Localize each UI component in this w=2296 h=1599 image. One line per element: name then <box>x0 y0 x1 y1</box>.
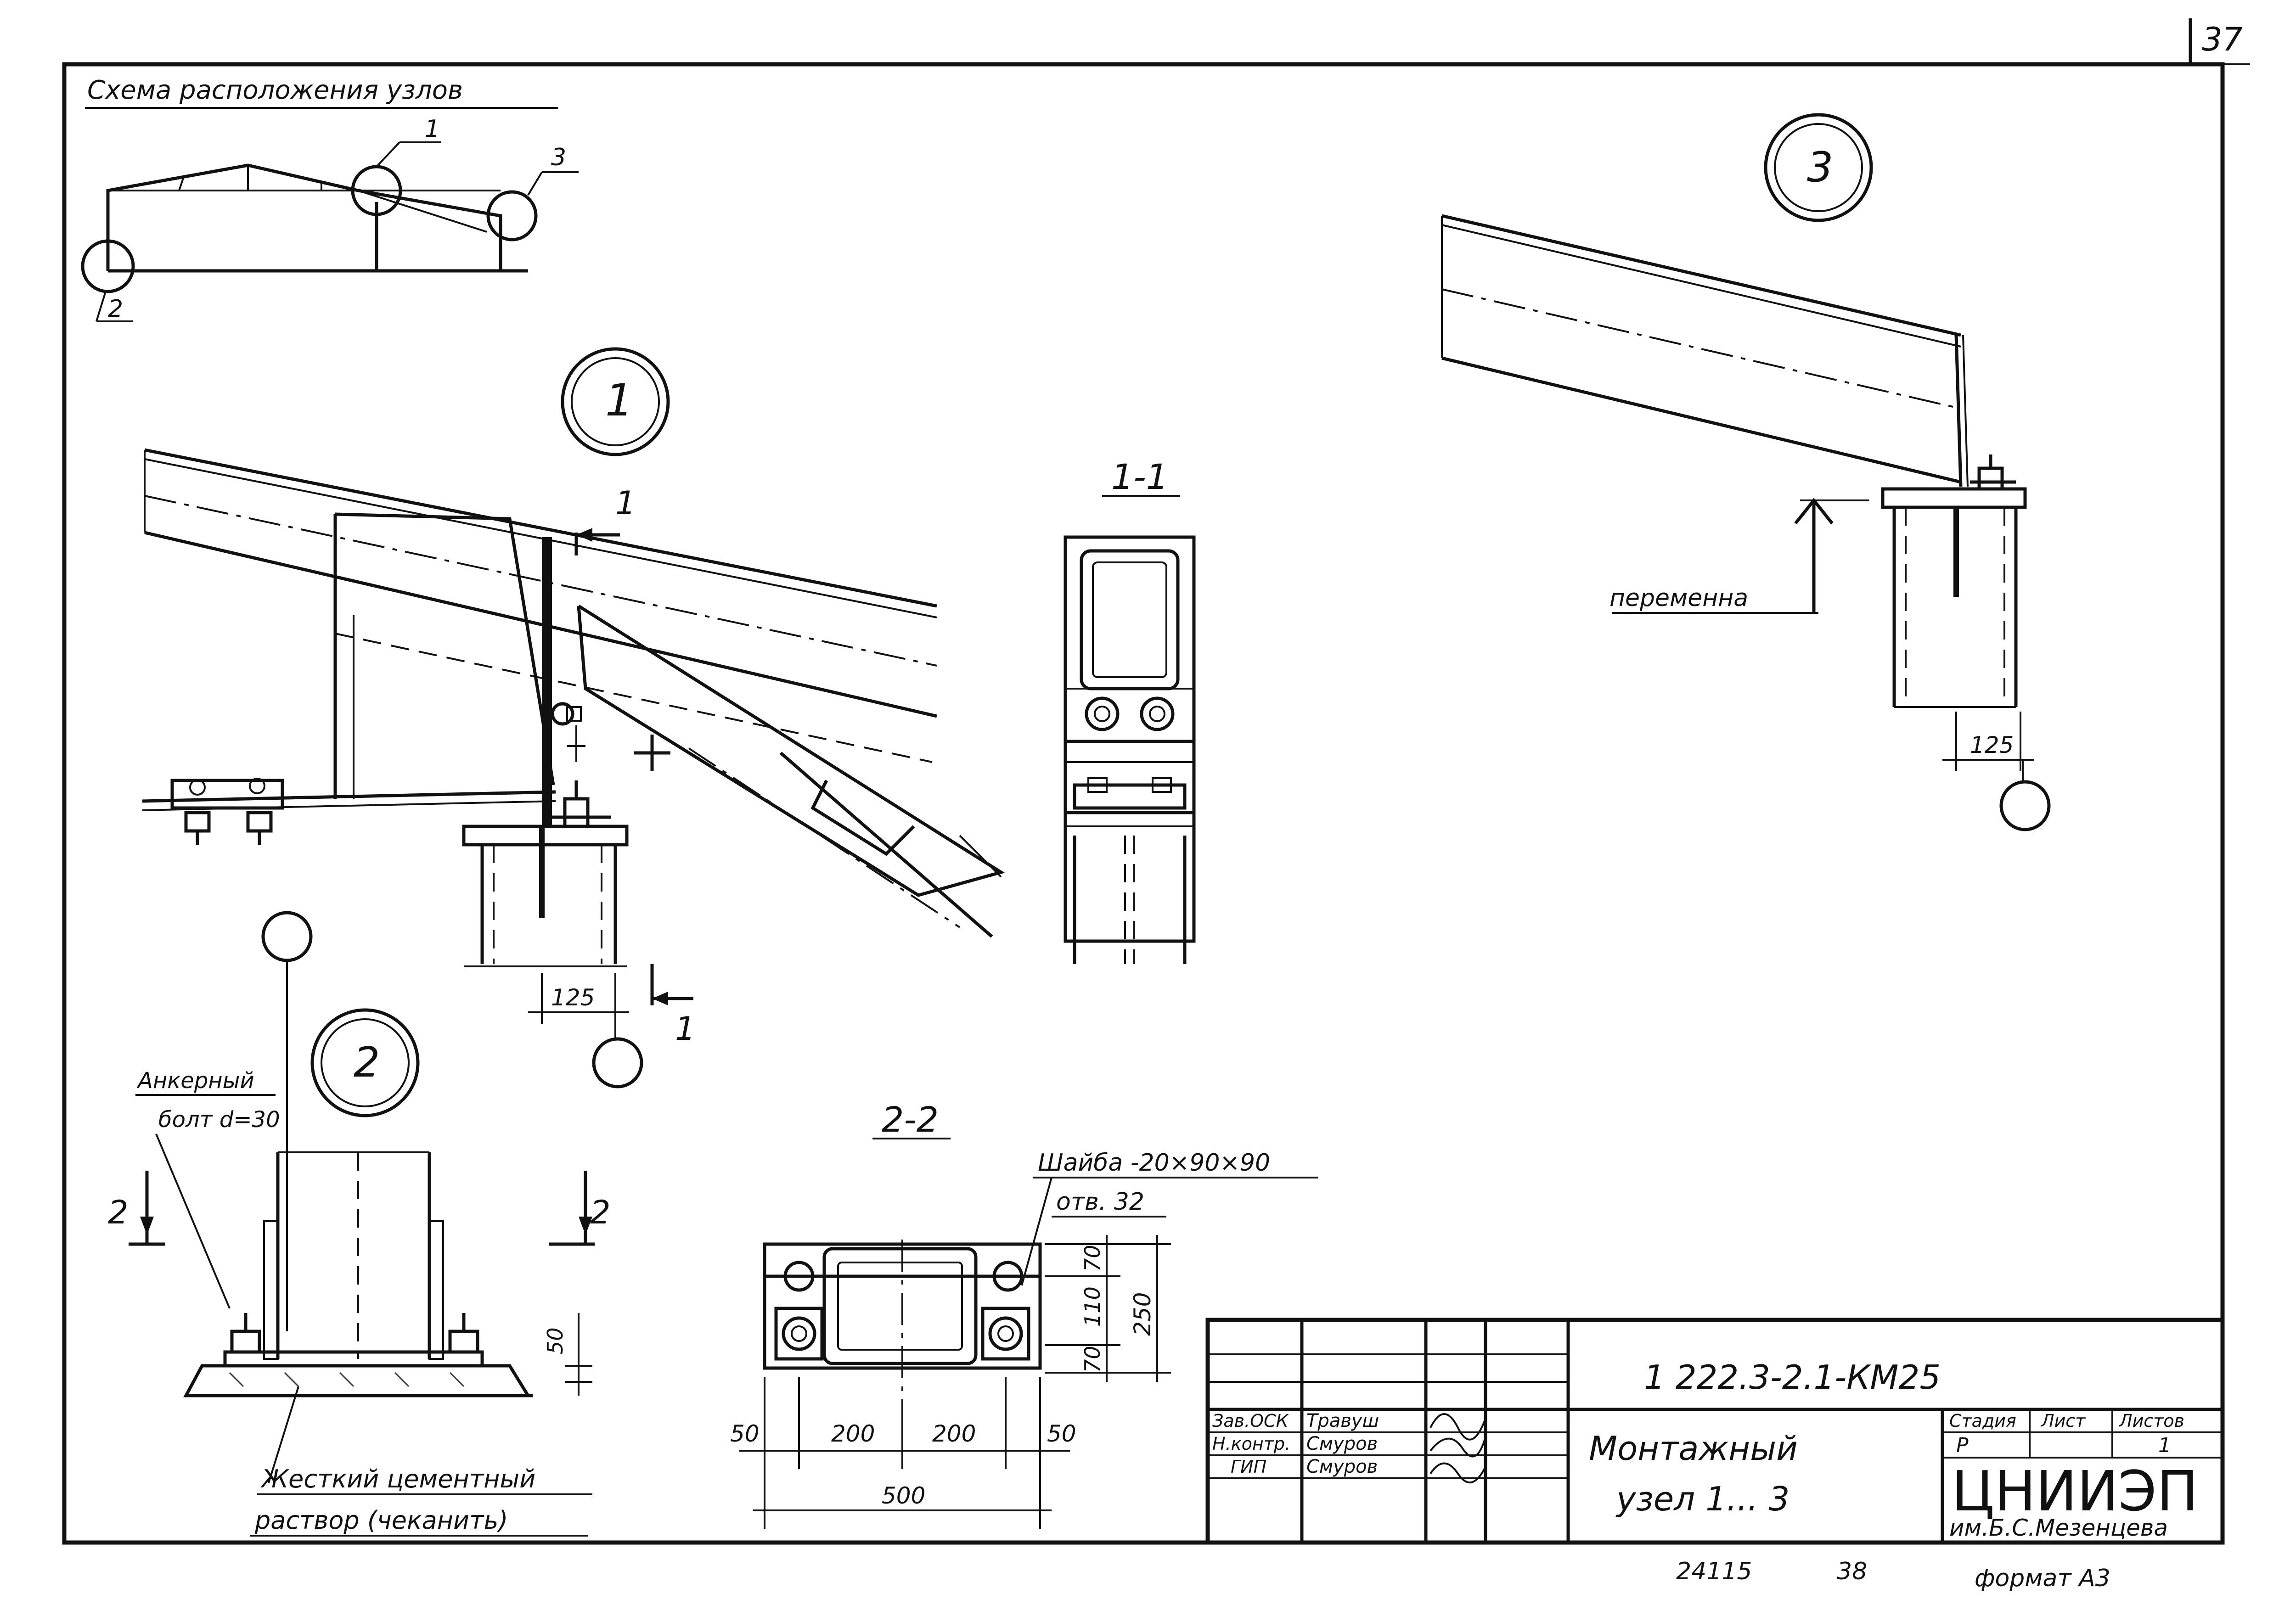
dim-right-110: 110 <box>1080 1286 1105 1327</box>
stage-value: Р <box>1956 1434 1969 1457</box>
sheets-value: 1 <box>2158 1434 2171 1457</box>
node-2-section-mark-left: 2 <box>108 1194 129 1231</box>
node-1-bolts <box>551 702 670 771</box>
dim-bottom-50-right: 50 <box>1047 1420 1076 1447</box>
node-1-mark-outer <box>561 347 670 456</box>
scheme-title: Схема расположения узлов <box>87 75 463 105</box>
section-2-2: 2-2 Шайба -20×90×90 отв. 32 50 200 200 5… <box>730 1099 1318 1529</box>
section-2-2-title: 2-2 <box>882 1099 939 1140</box>
drawing-title-1: Монтажный <box>1589 1429 1798 1468</box>
node-2-view: 2 Анкерный болт d=30 2 2 <box>108 911 611 1537</box>
scheme-label-3: 3 <box>551 144 566 171</box>
node-3-dim-125: 125 <box>1970 732 2014 758</box>
scheme-callout-3 <box>486 190 538 241</box>
drawing-code: 1 222.3-2.1-КМ25 <box>1644 1358 1941 1397</box>
dim-total-500: 500 <box>882 1482 925 1509</box>
node-2-axis-bubble <box>261 911 313 962</box>
sheet-frame <box>62 62 2225 1545</box>
node-1-view: 1 <box>142 347 1005 1088</box>
node-1-dim-125: 125 <box>551 984 595 1011</box>
page-number: 37 <box>2202 21 2243 58</box>
tb-role-2: Н.контр. <box>1212 1434 1290 1454</box>
node-3-mark: 3 <box>1807 143 1833 191</box>
section-1-1: 1-1 <box>1064 456 1196 964</box>
node-3-variable-label: переменна <box>1609 584 1748 612</box>
node-3-mark-inner <box>1774 123 1863 212</box>
node-1-mark: 1 <box>605 375 633 426</box>
node-2-grout-label-1: Жесткий цементный <box>260 1464 535 1493</box>
tb-name-1: Травуш <box>1306 1410 1379 1431</box>
tb-signatures <box>1429 1413 1486 1484</box>
tb-role-1: Зав.ОСК <box>1212 1411 1289 1431</box>
scheme-of-nodes: Схема расположения узлов 1 3 2 <box>81 75 579 323</box>
title-block: 1 222.3-2.1-КМ25 Зав.ОСК Травуш Н.контр.… <box>1205 1318 2225 1545</box>
node-3-axis-bubble <box>1999 780 2051 831</box>
dim-bottom-200-right: 200 <box>932 1420 976 1447</box>
node-3-view: 3 переменна 125 <box>1441 113 2051 831</box>
node-2-section-mark-right: 2 <box>590 1194 611 1231</box>
dim-right-70-bottom: 70 <box>1080 1346 1105 1373</box>
node-2-dim-50: 50 <box>543 1327 568 1354</box>
dim-bottom-50-left: 50 <box>730 1420 760 1447</box>
section-1-1-title: 1-1 <box>1111 456 1168 497</box>
footer-left: 24115 <box>1676 1558 1752 1585</box>
node-2-mark-outer <box>310 1008 420 1117</box>
node-2-anchor-label-2: болт d=30 <box>158 1107 280 1133</box>
dim-bottom-200-left: 200 <box>831 1420 875 1447</box>
node-1-axis-bubble <box>592 1037 643 1088</box>
washer-label-2: отв. 32 <box>1056 1188 1144 1216</box>
node-3-anchor-bolt <box>1970 454 2016 491</box>
node-2-mark: 2 <box>354 1038 380 1087</box>
node-3-mark-outer <box>1764 113 1873 222</box>
sheet-header: Лист <box>2040 1411 2086 1431</box>
page-number-box: 37 <box>2189 18 2250 65</box>
footer-mid: 38 <box>1837 1558 1867 1585</box>
scheme-callout-2 <box>81 239 135 293</box>
node-2-grout-label-2: раствор (чеканить) <box>254 1506 508 1535</box>
drawing-title-2: узел 1... 3 <box>1615 1480 1790 1518</box>
node-1-section-mark-top: 1 <box>615 484 636 522</box>
washer-label-1: Шайба -20×90×90 <box>1038 1149 1270 1177</box>
footer-format: формат А3 <box>1975 1565 2110 1592</box>
node-1-mark-inner <box>571 357 660 446</box>
node-1-anchor-bolt <box>546 780 611 828</box>
dim-right-70-top: 70 <box>1080 1245 1105 1272</box>
tb-role-3: ГИП <box>1231 1457 1266 1477</box>
org-sub: им.Б.С.Мезенцева <box>1949 1515 2168 1541</box>
sheets-header: Листов <box>2118 1411 2184 1431</box>
dim-height-250: 250 <box>1129 1292 1156 1336</box>
node-1-section-mark-bottom: 1 <box>675 1010 696 1048</box>
node-2-anchor-label-1: Анкерный <box>136 1068 254 1094</box>
org-name: ЦНИИЭП <box>1952 1460 2198 1524</box>
scheme-label-2: 2 <box>108 295 123 323</box>
node-2-mark-inner <box>321 1018 410 1107</box>
stage-header: Стадия <box>1949 1411 2016 1431</box>
scheme-label-1: 1 <box>425 115 440 143</box>
tb-name-2: Смуров <box>1306 1433 1378 1454</box>
tb-name-3: Смуров <box>1306 1456 1378 1477</box>
